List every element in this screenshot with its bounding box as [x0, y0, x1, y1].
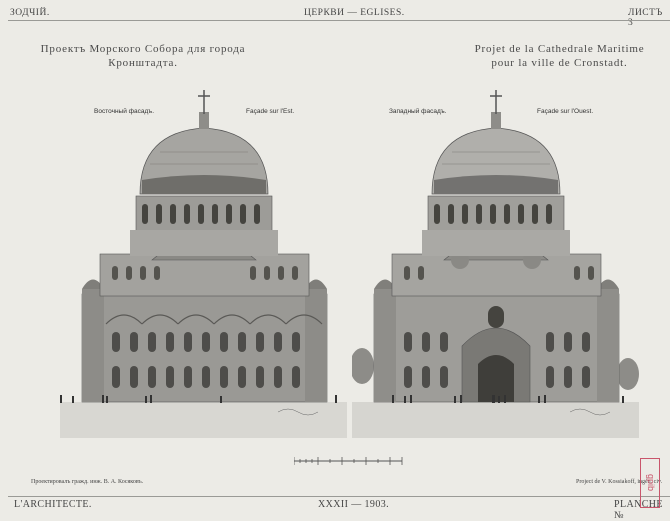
scale-bar [293, 454, 412, 466]
header-left: ЗОДЧІЙ. [10, 8, 50, 18]
header-right: ЛИСТЪ 3 [628, 8, 663, 28]
footer-rule [8, 496, 670, 497]
footer-center: XXXII — 1903. [318, 499, 390, 510]
architect-credit-russian: Проектировалъ гражд. инж. В. А. Косяковъ… [31, 479, 144, 485]
title-russian-line-2: Кронштадта. [108, 57, 178, 69]
west-caption-russian: Западный фасадъ. [389, 108, 447, 115]
title-russian-line-1: Проектъ Морского Собора для города [40, 43, 246, 55]
title-french-line-2: pour la ville de Cronstadt. [491, 57, 628, 69]
footer-left: L'ARCHITECTE. [14, 499, 92, 510]
header-center: ЦЕРКВИ — EGLISES. [304, 8, 405, 18]
east-facade-image [60, 84, 347, 438]
east-caption-french: Façade sur l'Est. [246, 108, 295, 115]
title-french-line-1: Projet de la Cathedrale Maritime [474, 43, 645, 55]
west-caption-french: Façade sur l'Ouest. [537, 108, 594, 115]
title-russian: Проектъ Морского Собора для города Кронш… [34, 42, 252, 70]
east-caption-russian: Восточный фасадъ. [94, 108, 155, 115]
architect-credit-french: Project de V. Kossiakoff, ingén. civ. [576, 479, 663, 485]
west-facade-image [352, 84, 639, 438]
library-stamp: gpib [640, 458, 660, 508]
title-french: Projet de la Cathedrale Maritime pour la… [452, 42, 667, 70]
header-rule [8, 20, 670, 21]
